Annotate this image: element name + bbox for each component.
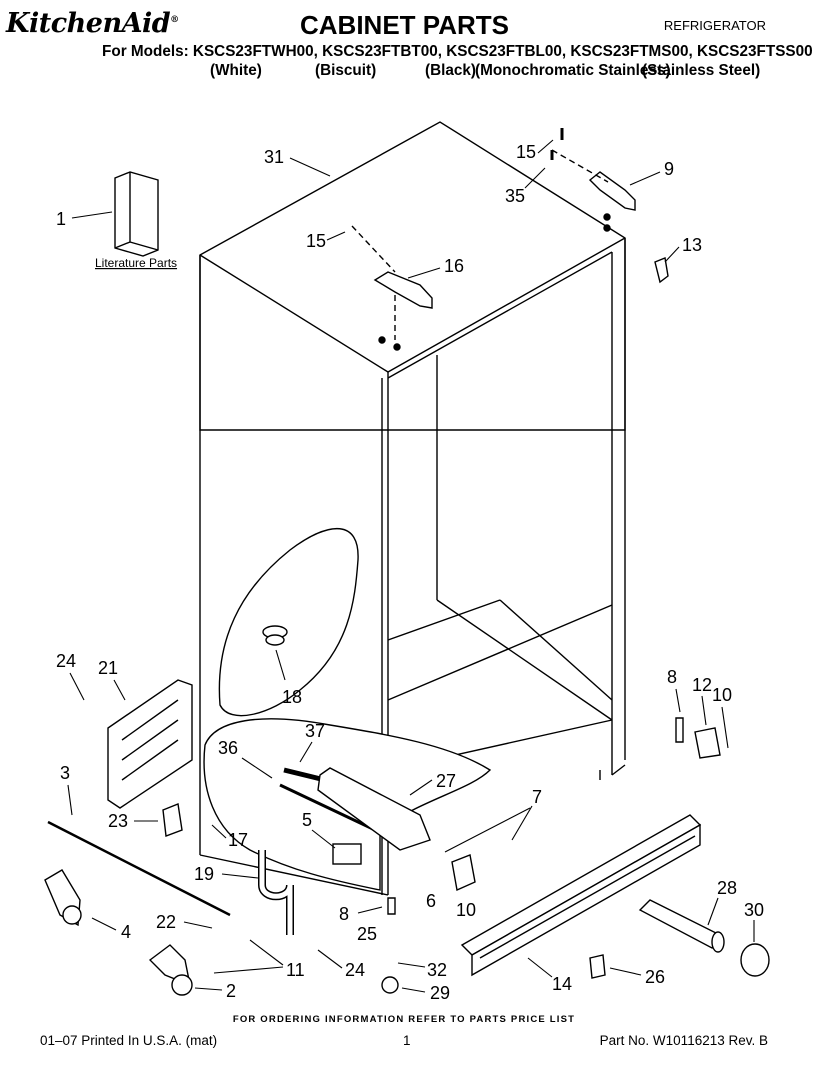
part-5-block [332,843,362,865]
part-8-right [675,717,684,743]
brand-logo: KitchenAid® [6,8,179,39]
callout-24-left: 24 [56,651,76,671]
leader-lines [67,139,755,993]
part-26 [589,954,606,979]
callout-27: 27 [436,771,456,791]
callout-31: 31 [264,147,284,167]
callout-6: 6 [426,891,436,911]
callout-32: 32 [427,960,447,980]
callout-35: 35 [505,186,525,206]
part-13-clip [654,257,669,284]
drain-part-18 [262,625,288,646]
part-29-washer [381,976,399,994]
part-8-left [387,897,396,915]
part-12-bracket [694,727,721,759]
color-black: (Black) [425,62,477,79]
cap-part-30 [740,943,770,977]
callout-3: 3 [60,763,70,783]
callout-14: 14 [552,974,572,994]
callout-30: 30 [744,900,764,920]
callout-9: 9 [664,159,674,179]
callout-22: 22 [156,912,176,932]
callout-15-center: 15 [306,231,326,251]
callout-26: 26 [645,967,665,987]
roller-part-2 [148,944,193,996]
callout-28: 28 [717,878,737,898]
top-hinge-center [351,225,433,351]
callout-19: 19 [194,864,214,884]
callout-36: 36 [218,738,238,758]
model-list: For Models: KSCS23FTWH00, KSCS23FTBT00, … [102,43,813,60]
callout-11: 11 [286,960,305,980]
color-biscuit: (Biscuit) [315,62,377,79]
roller-part-4 [44,869,82,927]
part-23-bracket [162,803,183,837]
part-6-bracket [451,854,476,892]
page-title: CABINET PARTS [300,10,509,40]
callout-21: 21 [98,658,118,678]
color-stainless-steel: (Stainless Steel) [642,62,761,79]
page-number: 1 [403,1033,411,1048]
cabinet-shell [199,121,626,896]
callout-4: 4 [121,922,131,942]
grille-part-14 [460,814,702,977]
top-hinge-right [550,128,636,232]
callout-23: 23 [108,811,128,831]
callout-10-left: 10 [456,900,476,920]
appliance-category: REFRIGERATOR [663,18,766,33]
callout-29: 29 [430,983,450,1003]
color-white: (White) [210,62,262,79]
tube-part-37 [279,767,376,832]
color-monochromatic-stainless: (Monochromatic Stainless) [475,62,671,79]
callout-24-bottom: 24 [345,960,365,980]
print-info: 01–07 Printed In U.S.A. (mat) [40,1033,218,1048]
callout-7: 7 [532,787,542,807]
part-number: Part No. W10116213 Rev. B [599,1033,768,1048]
rear-panel-part-21 [107,679,193,809]
cutaway-top [218,527,359,717]
callout-16: 16 [444,256,464,276]
callout-8-right: 8 [667,667,677,687]
literature-parts-label: Literature Parts [95,256,177,270]
callout-25: 25 [357,924,377,944]
callout-10-right: 10 [712,685,732,705]
ordering-note: FOR ORDERING INFORMATION REFER TO PARTS … [232,1014,576,1025]
brand-name: KitchenAid [6,8,171,39]
callout-15-top: 15 [516,142,536,162]
filter-part-28 [638,899,725,953]
callout-12: 12 [692,675,712,695]
callout-2: 2 [226,981,236,1001]
part-27-evaporator [317,767,431,851]
callout-37: 37 [305,721,325,741]
callout-1: 1 [56,209,66,229]
callout-13: 13 [682,235,702,255]
callout-5: 5 [302,810,312,830]
callout-17: 17 [228,830,248,850]
callout-18: 18 [282,687,302,707]
literature-parts-icon [114,171,159,257]
registered-mark: ® [170,15,179,25]
callout-8-left: 8 [339,904,349,924]
rod-part-3 [47,820,231,917]
